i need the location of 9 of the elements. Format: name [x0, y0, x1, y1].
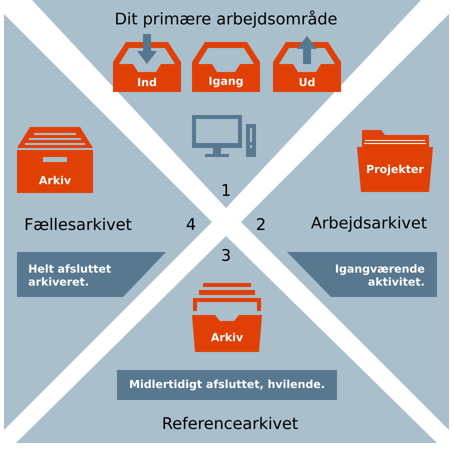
node-label: Fællesarkivet — [26, 218, 132, 230]
description-box: Helt afsluttet arkiveret. — [17, 252, 166, 297]
node-label: Arbejdsarkivet — [311, 216, 427, 232]
node-label: 2 — [257, 218, 264, 230]
node-label: 1 — [222, 184, 230, 196]
node-label: 4 — [186, 218, 196, 230]
description-box: Igangværende aktivitet. — [287, 252, 437, 297]
description-box: Midlertidigt afsluttet, hvilende. — [117, 370, 337, 400]
node-label: 3 — [222, 248, 230, 262]
